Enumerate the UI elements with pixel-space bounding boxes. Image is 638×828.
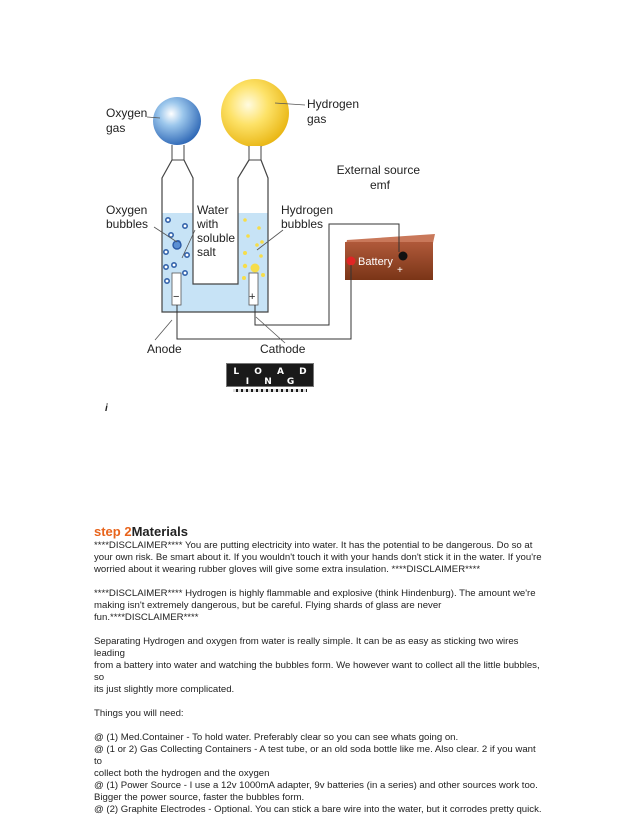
step-number: step 2 [94,524,132,539]
italic-marker: i [105,403,108,414]
hydrogen-balloon [221,79,289,147]
paragraph-line: @ (1) Med.Container - To hold water. Pre… [94,732,459,743]
paragraph-line: @ (2) Graphite Electrodes - Optional. Yo… [94,804,542,815]
paragraph-line: your own risk. Be smart about it. If you… [94,552,542,563]
step-heading: step 2Materials [94,524,546,539]
paragraph: ****DISCLAIMER**** Hydrogen is highly fl… [94,588,546,624]
large-oxygen-bubble [172,240,182,250]
paragraph-line: making isn't extremely dangerous, but be… [94,600,442,623]
battery [345,242,433,280]
paragraph-line: ****DISCLAIMER**** Hydrogen is highly fl… [94,588,536,599]
paragraph-line: Separating Hydrogen and oxygen from wate… [94,636,519,659]
label-oxygen-bubbles: Oxygen bubbles [106,203,151,231]
battery-plus-sign: + [397,265,403,276]
hydrogen-neck [248,146,262,161]
electrolysis-diagram: − + Battery + Oxygen gas [106,79,435,356]
oxygen-balloon [153,97,201,145]
paragraph: @ (1) Med.Container - To hold water. Pre… [94,732,546,816]
paragraph: ****DISCLAIMER**** You are putting elect… [94,540,546,576]
paragraph-line: worried about it wearing rubber gloves w… [94,564,481,575]
paragraph-line: its just slightly more complicated. [94,684,235,695]
hydrogen-bubbles [242,218,265,280]
label-cathode: Cathode [260,342,306,356]
label-leader-lines [146,102,306,344]
battery-circuit-wire [176,265,352,340]
label-hydrogen-gas: Hydrogen gas [307,97,362,126]
battery-positive-terminal [398,251,408,261]
step-body: ****DISCLAIMER**** You are putting elect… [94,540,546,816]
paragraph-line: ****DISCLAIMER**** You are putting elect… [94,540,533,551]
battery-label: Battery [358,256,393,268]
paragraph: Things you will need: [94,708,546,720]
label-oxygen-gas: Oxygen gas [106,106,151,135]
water-fill [162,213,268,312]
label-hydrogen-bubbles: Hydrogen bubbles [281,203,336,231]
step-content: step 2Materials ****DISCLAIMER**** You a… [94,524,546,828]
battery-negative-terminal [346,256,356,266]
label-anode: Anode [147,342,182,356]
minus-sign: − [173,291,179,303]
paragraph-line: Things you will need: [94,708,184,719]
paragraph-line: Bigger the power source, faster the bubb… [94,792,305,803]
label-water: Water with soluble salt [196,203,238,259]
oxygen-neck [171,145,185,161]
electrolysis-vessel [161,159,269,313]
step-title: Materials [131,524,188,539]
paragraph-line: @ (1) Power Source - I use a 12v 1000mA … [94,780,538,791]
loading-banner: L O A D I N G [226,363,314,392]
cathode-circuit-wire [254,223,400,326]
cathode-electrode [248,272,259,306]
paragraph: Separating Hydrogen and oxygen from wate… [94,636,546,696]
paragraph-line: @ (1 or 2) Gas Collecting Containers - A… [94,744,536,767]
loading-progress-bar [233,389,307,392]
label-external-source: External source emf [337,163,424,192]
plus-sign-cathode: + [249,291,255,303]
paragraph-line: from a battery into water and watching t… [94,660,540,683]
loading-text: L O A D I N G [233,367,313,387]
paragraph-line: collect both the hydrogen and the oxygen [94,768,270,779]
